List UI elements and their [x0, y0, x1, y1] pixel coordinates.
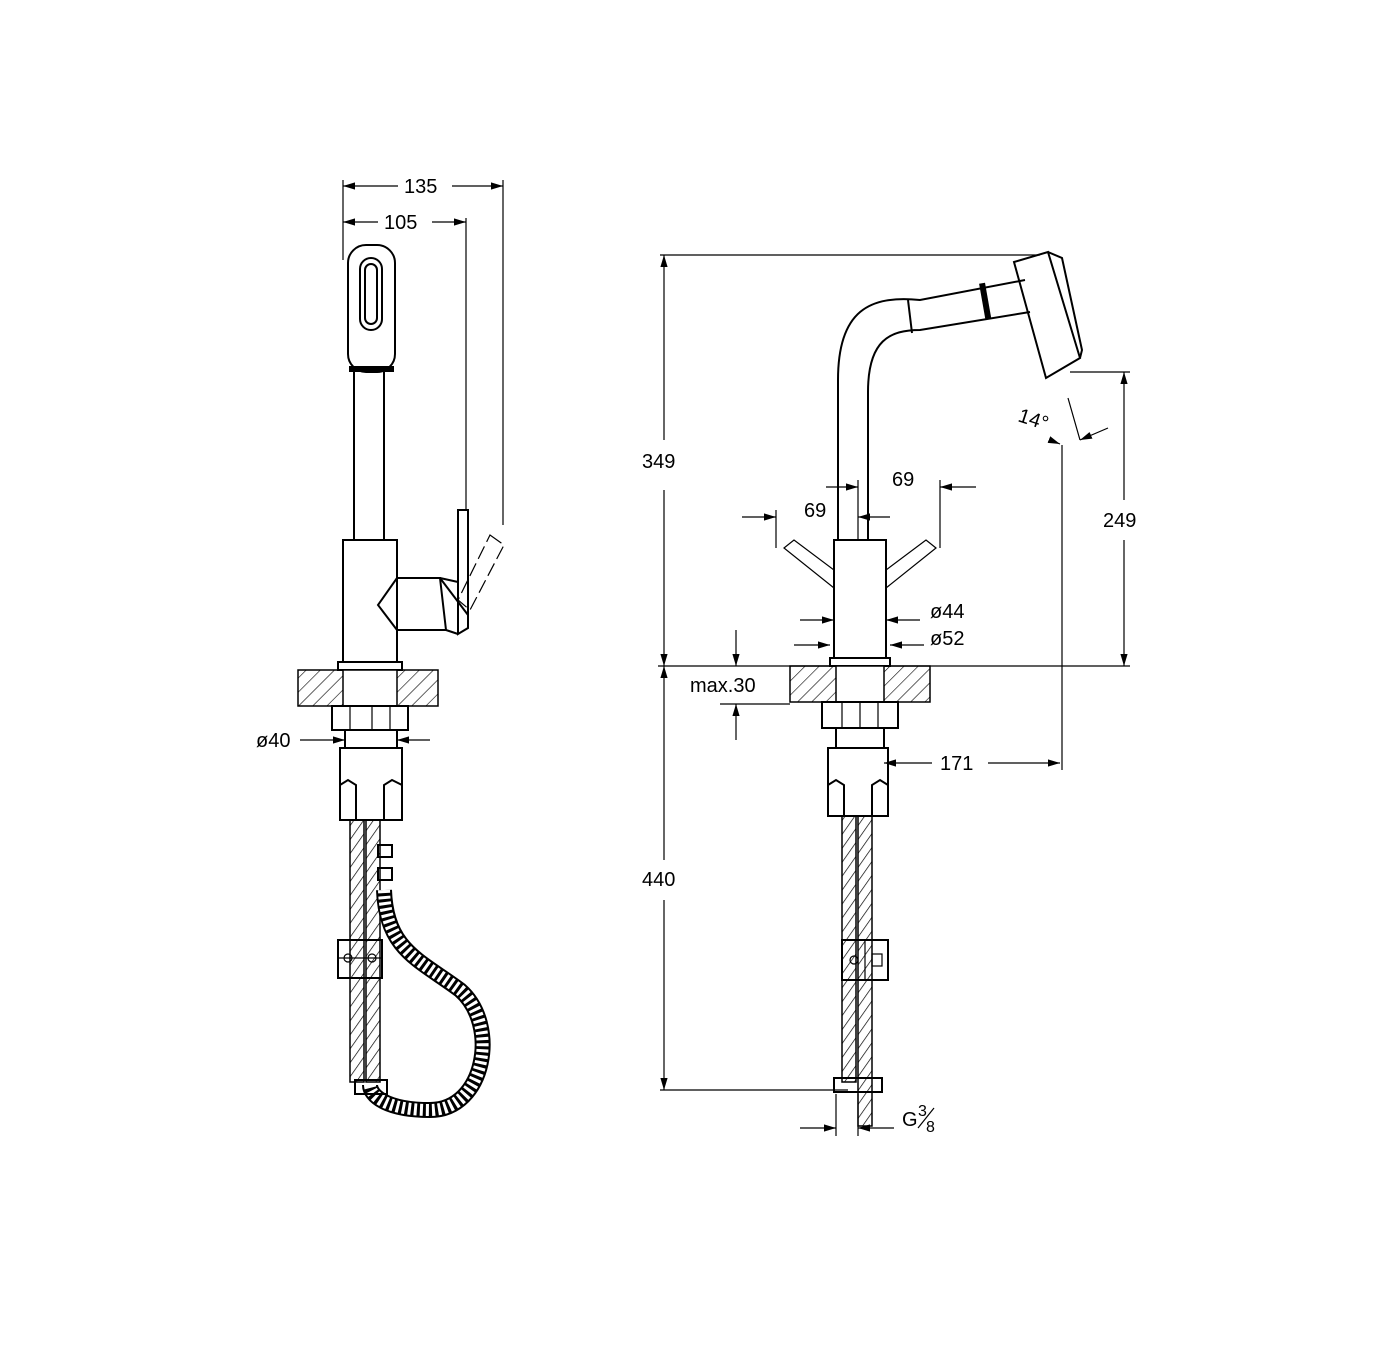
front-view: 349 440 249 14° 69 [642, 250, 1136, 1136]
dim-thread-letter: G [902, 1109, 918, 1131]
dim-height-total: 349 [642, 451, 675, 473]
dim-lever-left: 69 [804, 500, 826, 522]
dim-body-diameter: ø44 [930, 601, 964, 623]
dim-max-thickness: max.30 [690, 675, 756, 697]
dim-thread-denominator: 8 [926, 1119, 935, 1136]
side-view: 135 105 [256, 176, 505, 1119]
dim-width-total: 135 [404, 176, 437, 198]
dim-width-lever: 105 [384, 212, 417, 234]
dim-height-below: 440 [642, 869, 675, 891]
dim-angle: 14° [1015, 405, 1051, 435]
dim-reach: 171 [940, 753, 973, 775]
dim-base-diameter: ø52 [930, 628, 964, 650]
dim-shank-diameter: ø40 [256, 730, 290, 752]
dim-thread-numerator: 3 [918, 1103, 927, 1120]
dim-spout-height: 249 [1103, 510, 1136, 532]
dim-lever-right: 69 [892, 469, 914, 491]
